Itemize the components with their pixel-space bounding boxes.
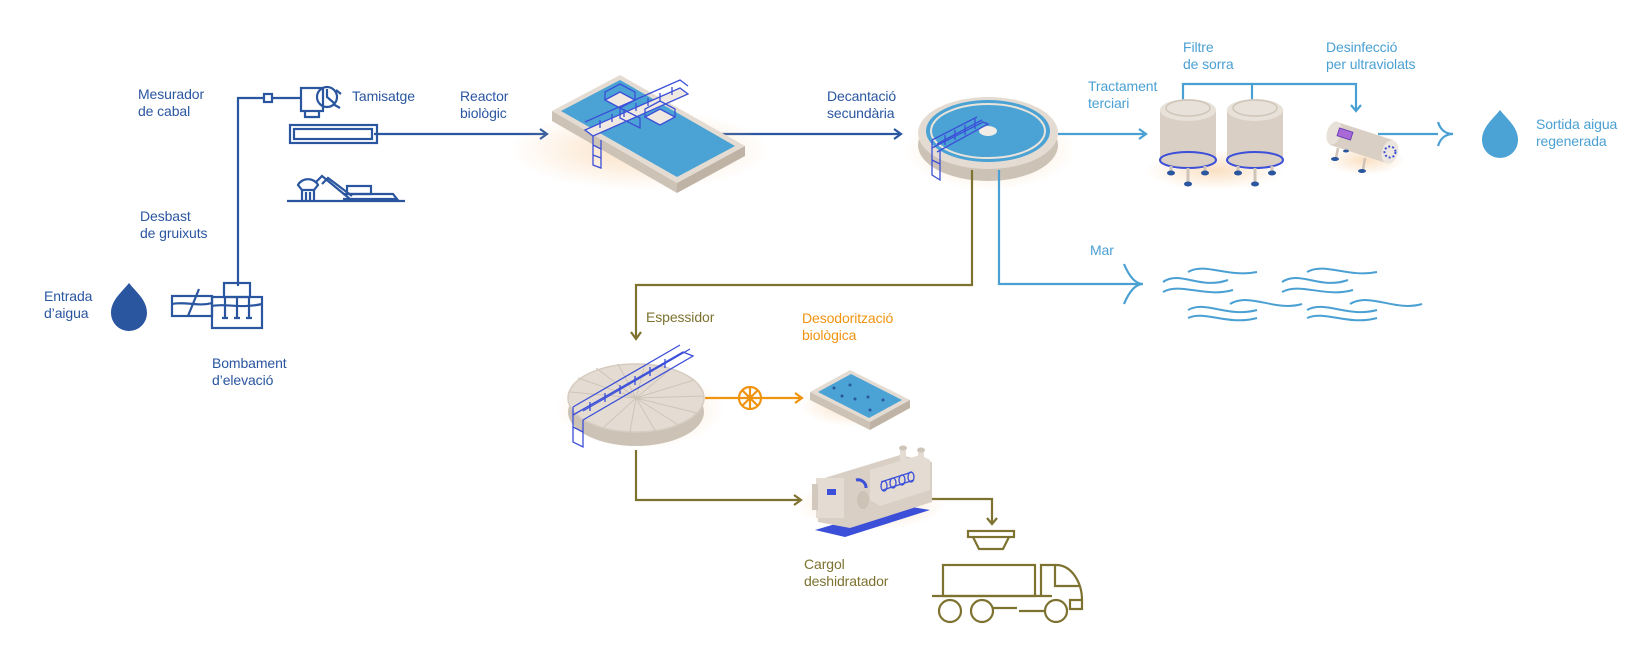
biofilter-icon — [800, 370, 910, 430]
label-uv-disinfection: Desinfecció per ultraviolats — [1326, 39, 1416, 72]
label-inlet: Entrada d’aigua — [44, 288, 93, 321]
label-bio-deodorization: Desodorització biològica — [802, 310, 894, 343]
sludge-pipe-to-hopper — [930, 497, 994, 523]
hopper-icon — [966, 529, 1016, 551]
flow-pipe-to-uv — [1252, 82, 1358, 110]
label-sea: Mar — [1090, 242, 1114, 258]
flow-meter-icon — [262, 92, 274, 104]
reactor-tank-icon — [510, 75, 770, 193]
water-drop-icon — [111, 283, 147, 331]
truck-icon — [932, 563, 1084, 624]
grit-classifier-icon — [287, 174, 405, 203]
flow-pipe-riser — [236, 96, 265, 286]
uv-reactor-icon — [1325, 121, 1405, 175]
sand-filter-tank — [1159, 99, 1217, 187]
sludge-pipe-to-dewatering — [634, 450, 800, 502]
screw-press-icon — [795, 445, 945, 537]
label-reclaimed-outlet: Sortida aigua regenerada — [1536, 116, 1618, 149]
label-thickener: Espessidor — [646, 309, 715, 325]
sludge-line — [630, 170, 998, 526]
label-sand-filter: Filtre de sorra — [1183, 39, 1234, 72]
sand-filter-icon — [1145, 99, 1285, 190]
outfall-arrow-icon — [1436, 121, 1454, 147]
clarifier-icon — [905, 97, 1075, 190]
arrow-head-icon — [986, 517, 998, 526]
thickener-icon — [555, 344, 725, 449]
sieve-icon — [288, 85, 379, 145]
water-line-tertiary — [997, 82, 1454, 305]
waves-icon — [1162, 267, 1423, 322]
arrow-head-icon — [1138, 128, 1148, 140]
label-secondary-settling: Decantació secundària — [827, 88, 897, 121]
label-bio-reactor: Reactor biològic — [460, 88, 509, 121]
arrow-head-icon — [794, 392, 804, 404]
label-screw-dewatering: Cargol deshidratador — [804, 556, 889, 589]
label-lift-pumping: Bombament d’elevació — [212, 355, 287, 388]
arrow-head-icon — [893, 128, 903, 140]
outfall-arrow-icon — [1122, 263, 1144, 305]
water-drop-icon — [1482, 110, 1518, 158]
sand-filter-tank — [1226, 99, 1284, 187]
odor-line — [705, 385, 804, 411]
label-sieving: Tamisatge — [352, 88, 415, 104]
label-tertiary-treatment: Tractament terciari — [1088, 78, 1158, 111]
screen-icon — [170, 288, 214, 318]
label-coarse-screening: Desbast de gruixuts — [140, 208, 208, 241]
arrow-head-icon — [630, 331, 642, 341]
pump-icon — [210, 281, 264, 330]
fan-icon — [737, 385, 763, 411]
arrow-head-icon — [1350, 104, 1362, 113]
flow-pipe-to-sea — [997, 170, 1140, 286]
label-flow-meter: Mesurador de cabal — [138, 86, 205, 119]
filter-manifold — [1181, 82, 1254, 102]
sludge-pipe-to-thickener — [634, 170, 974, 338]
